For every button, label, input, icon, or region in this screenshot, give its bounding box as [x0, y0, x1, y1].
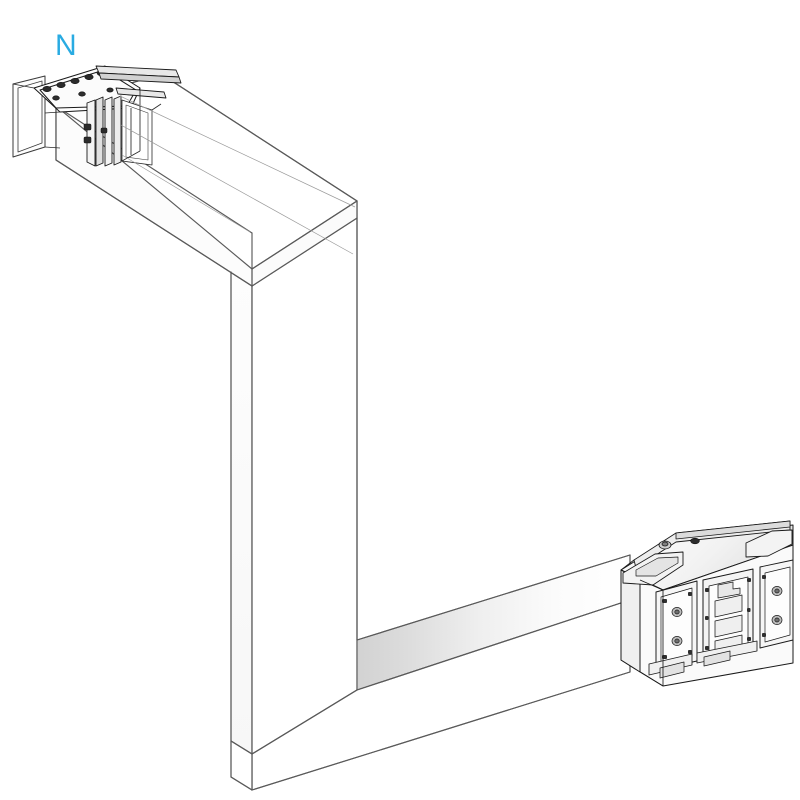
- connector-lower-rail: [115, 87, 167, 99]
- tapoff-centre-plate-keyhole: [717, 581, 741, 599]
- tapoff-right-bracket-inner: [764, 566, 791, 643]
- tapoff-top-tab-left-slot: [635, 556, 679, 577]
- tapoff-ridge-cap-lip: [675, 520, 791, 540]
- tapoff-right-bracket-notches: [762, 575, 766, 637]
- connector-construction-lines: [119, 95, 356, 255]
- tapoff-top-hole: [690, 537, 700, 545]
- connector-bolt-holes: [52, 87, 114, 101]
- tapoff-right-bracket: [759, 559, 794, 649]
- tapoff-left-bracket-bolts: [671, 607, 683, 646]
- tapoff-top-tab-right: [745, 529, 793, 558]
- tapoff-bottom-tabs: [659, 650, 731, 679]
- tapoff-top-screw-boss: [658, 540, 672, 550]
- connector-latch-blocks: [83, 123, 108, 144]
- connector-side-panel-inner: [125, 104, 149, 161]
- phase-label-n: N: [55, 29, 77, 62]
- tapoff-outline-accents: [620, 525, 794, 687]
- tapoff-left-bracket: [655, 580, 698, 671]
- tapoff-right-bracket-bolts: [771, 586, 783, 625]
- connector-top-rail: [95, 65, 182, 84]
- duct-outline-strokes: [55, 73, 631, 791]
- connector-edge-lines: [12, 83, 162, 162]
- busway-duct-body: [55, 73, 631, 791]
- tap-off-connector-assembly: [620, 520, 794, 687]
- end-connector-block: [12, 65, 356, 255]
- tapoff-centre-access-plate: [702, 568, 754, 661]
- vertical-leg-front-face: [251, 217, 358, 755]
- end-cap-flange-inner: [17, 80, 43, 153]
- tapoff-left-face: [620, 569, 641, 673]
- tapoff-centre-plate-rivets: [705, 578, 751, 650]
- connector-side-frame: [86, 95, 122, 167]
